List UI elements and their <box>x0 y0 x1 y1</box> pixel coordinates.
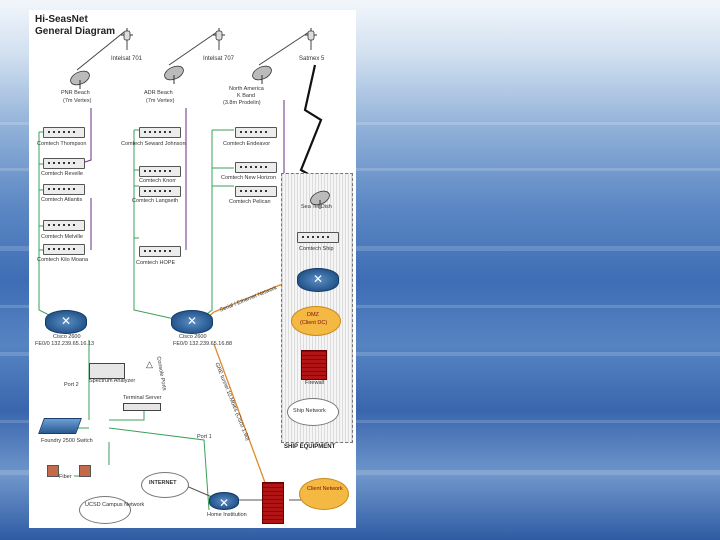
router-ip: FE0/0 132.239.65.16.13 <box>35 341 95 347</box>
satellite-icon <box>121 28 133 42</box>
home-institution-label: Home Institution <box>207 512 247 518</box>
terminal-server-label: Terminal Server <box>123 395 162 401</box>
campus-label: UCSD Campus Network <box>85 502 145 508</box>
modem-icon <box>297 232 339 243</box>
ship-network-label: Ship Network <box>293 408 326 414</box>
client-firewall-icon <box>262 482 284 524</box>
modem-label: Comtech Atlantis <box>41 197 83 203</box>
router-name: Cisco 2600 <box>53 334 81 340</box>
modem-label: Comtech Melville <box>41 234 83 240</box>
ship-network-cloud-icon <box>287 398 339 426</box>
satellite-label: Satmex 5 <box>299 56 325 62</box>
station-sub: K Band <box>237 93 256 99</box>
modem-label: Comtech Revelle <box>41 171 83 177</box>
modem-label: Comtech Knorr <box>139 178 176 184</box>
dish-icon <box>163 65 185 84</box>
modem-label: Comtech Langseth <box>132 198 179 204</box>
switch-label: Foundry 2500 Switch <box>41 438 93 444</box>
satellite-icon <box>305 28 317 42</box>
modem-icon <box>43 244 85 255</box>
client-network-label: Client Network <box>307 486 343 492</box>
fiber-converter-icon <box>47 465 59 477</box>
fiber-label: Fiber <box>59 474 72 480</box>
client-network-cloud-icon <box>299 478 349 510</box>
modem-icon <box>139 186 181 197</box>
terminal-server-icon <box>123 403 161 411</box>
internet-cloud-icon <box>141 472 189 498</box>
dmz-sub-label: (Client DC) <box>300 320 328 326</box>
station-name: PNR Beach <box>61 90 90 96</box>
port2-label: Port 2 <box>64 382 79 388</box>
modem-icon <box>43 184 85 195</box>
satellite-label: Intelsat 707 <box>203 56 235 62</box>
modem-icon <box>235 162 277 173</box>
ship-router-icon <box>297 268 339 292</box>
home-router-icon <box>209 492 239 510</box>
station-sub: (7m Vertex) <box>63 98 92 104</box>
dmz-cloud-icon <box>291 306 341 336</box>
station-name: ADR Beach <box>144 90 173 96</box>
warning-triangle-icon: △ <box>146 359 153 369</box>
internet-links <box>183 484 309 501</box>
ship-equipment-label: SHIP EQUIPMENT <box>284 444 336 450</box>
modem-label: Comtech HOPE <box>136 260 176 266</box>
network-diagram-page: Hi-SeasNet General Diagram Intelsat 701 … <box>29 10 356 528</box>
router-ip: FE0/0 132.239.65.16.88 <box>173 341 233 347</box>
modem-icon <box>43 220 85 231</box>
diagram-title: Hi-SeasNet <box>35 14 88 25</box>
modem-label: Comtech Endeavor <box>223 141 271 147</box>
modem-label: Comtech Thompson <box>37 141 87 147</box>
ship-firewall-icon <box>301 350 327 380</box>
station-name: North America <box>229 86 264 92</box>
router-icon <box>171 310 213 334</box>
dmz-label: DMZ <box>307 312 319 318</box>
spectrum-analyzer-icon <box>89 363 125 379</box>
modem-label: Comtech New Horizon <box>221 175 277 181</box>
lab-links <box>59 405 210 511</box>
modem-icon <box>139 166 181 177</box>
satellite-label: Intelsat 701 <box>111 56 143 62</box>
modem-label: Comtech Pelican <box>229 199 271 205</box>
ship-modem-label: Comtech Ship <box>299 246 334 252</box>
modem-icon <box>43 158 85 169</box>
modem-icon <box>235 127 277 138</box>
dish-icon <box>69 70 91 89</box>
modem-label: Comtech Kilo Moana <box>37 257 89 263</box>
port1-label: Port 1 <box>197 434 212 440</box>
modem-label: Comtech Seward Johnson <box>121 141 186 147</box>
satellite-icon <box>213 28 225 42</box>
switch-icon <box>38 418 82 434</box>
dish-icon <box>251 65 273 84</box>
ship-dish-label: Sea Tel Dish <box>301 204 332 210</box>
modem-icon <box>139 127 181 138</box>
station-sub: (7m Vertex) <box>146 98 175 104</box>
router-name: Cisco 2600 <box>179 334 207 340</box>
campus-cloud-icon <box>79 496 131 524</box>
station-sub2: (3.8m Prodelin) <box>223 100 261 106</box>
modem-icon <box>235 186 277 197</box>
modem-icon <box>43 127 85 138</box>
router-icon <box>45 310 87 334</box>
modem-icon <box>139 246 181 257</box>
ship-dish-icon <box>309 190 331 209</box>
diagram-subtitle: General Diagram <box>35 26 116 37</box>
spectrum-analyzer-label: Spectrum Analyzer <box>89 378 136 384</box>
internet-label: INTERNET <box>149 480 177 486</box>
fiber-converter-icon <box>79 465 91 477</box>
ship-firewall-label: Firewall <box>305 380 324 386</box>
